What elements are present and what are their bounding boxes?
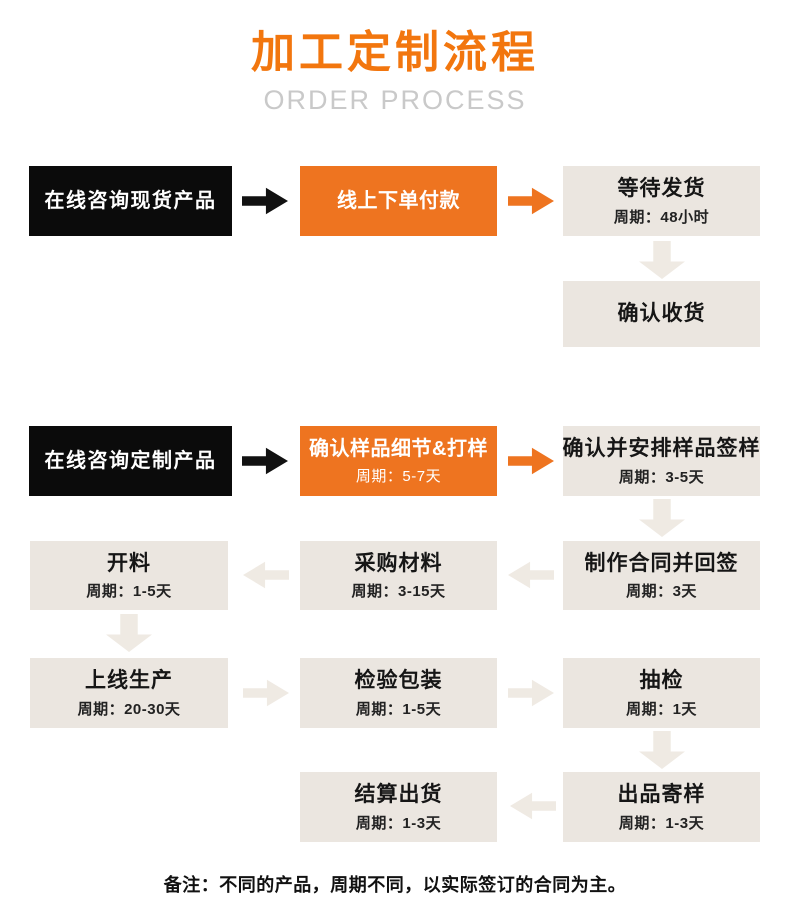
step-label: 采购材料	[354, 551, 443, 575]
flow-step-purchase-materials: 采购材料周期：3-15天	[300, 541, 497, 610]
step-label: 在线咨询定制产品	[44, 450, 217, 472]
flow-step-material-cutting: 开料周期：1-5天	[30, 541, 228, 610]
step-label: 在线咨询现货产品	[44, 190, 217, 212]
flow-step-spot-check: 抽检周期：1天	[563, 658, 760, 728]
flow-step-confirm-receipt: 确认收货	[563, 281, 760, 347]
flow-step-inspection-packing: 检验包装周期：1-5天	[300, 658, 497, 728]
footer-note: 备注：不同的产品，周期不同，以实际签订的合同为主。	[163, 875, 627, 895]
arrow-right-icon	[243, 679, 289, 707]
flow-step-consult-stock-product: 在线咨询现货产品	[29, 166, 232, 236]
arrow-down-icon	[639, 241, 685, 279]
flow-step-consult-custom-product: 在线咨询定制产品	[29, 426, 232, 496]
flow-step-wait-for-shipping: 等待发货周期：48小时	[563, 166, 760, 236]
arrow-down-icon	[639, 499, 685, 537]
page-subtitle: ORDER PROCESS	[263, 85, 527, 115]
arrow-left-icon	[510, 792, 556, 820]
arrow-down-icon	[639, 731, 685, 769]
step-cycle: 周期：1天	[626, 700, 697, 718]
arrow-left-icon	[508, 561, 554, 589]
step-cycle: 周期：5-7天	[355, 468, 442, 485]
step-label: 确认样品细节&打样	[309, 438, 488, 460]
arrow-right-icon	[242, 187, 288, 215]
flow-step-confirm-sample-details: 确认样品细节&打样周期：5-7天	[300, 426, 497, 496]
page-title: 加工定制流程	[251, 28, 539, 77]
step-label: 线上下单付款	[337, 190, 460, 212]
step-cycle: 周期：20-30天	[77, 700, 181, 718]
flow-step-start-production: 上线生产周期：20-30天	[30, 658, 228, 728]
arrow-left-icon	[243, 561, 289, 589]
step-label: 开料	[107, 551, 151, 575]
step-cycle: 周期：1-5天	[86, 583, 172, 601]
flow-step-deliver-product-sample: 出品寄样周期：1-3天	[563, 772, 760, 842]
arrow-right-icon	[508, 447, 554, 475]
arrow-right-icon	[242, 447, 288, 475]
step-label: 确认并安排样品签样	[562, 437, 761, 461]
step-label: 抽检	[639, 669, 684, 693]
step-cycle: 周期：48小时	[613, 208, 710, 226]
flow-step-arrange-sample-signing: 确认并安排样品签样周期：3-5天	[563, 426, 760, 496]
flow-step-make-contract-countersign: 制作合同并回签周期：3天	[563, 541, 760, 610]
step-cycle: 周期：3-5天	[618, 468, 705, 486]
step-label: 确认收货	[617, 302, 706, 326]
step-cycle: 周期：1-3天	[618, 814, 705, 832]
step-cycle: 周期：1-5天	[355, 700, 442, 718]
flow-step-order-and-pay-online: 线上下单付款	[300, 166, 497, 236]
step-label: 检验包装	[354, 669, 443, 693]
step-label: 上线生产	[85, 669, 173, 693]
step-cycle: 周期：3天	[626, 583, 697, 601]
step-cycle: 周期：3-15天	[351, 583, 446, 601]
step-label: 制作合同并回签	[584, 551, 739, 575]
flow-step-settle-and-ship: 结算出货周期：1-3天	[300, 772, 497, 842]
step-label: 出品寄样	[617, 783, 706, 807]
arrow-right-icon	[508, 187, 554, 215]
arrow-down-icon	[106, 614, 152, 652]
step-label: 等待发货	[617, 177, 706, 201]
step-cycle: 周期：1-3天	[355, 814, 442, 832]
arrow-right-icon	[508, 679, 554, 707]
step-label: 结算出货	[354, 783, 443, 807]
